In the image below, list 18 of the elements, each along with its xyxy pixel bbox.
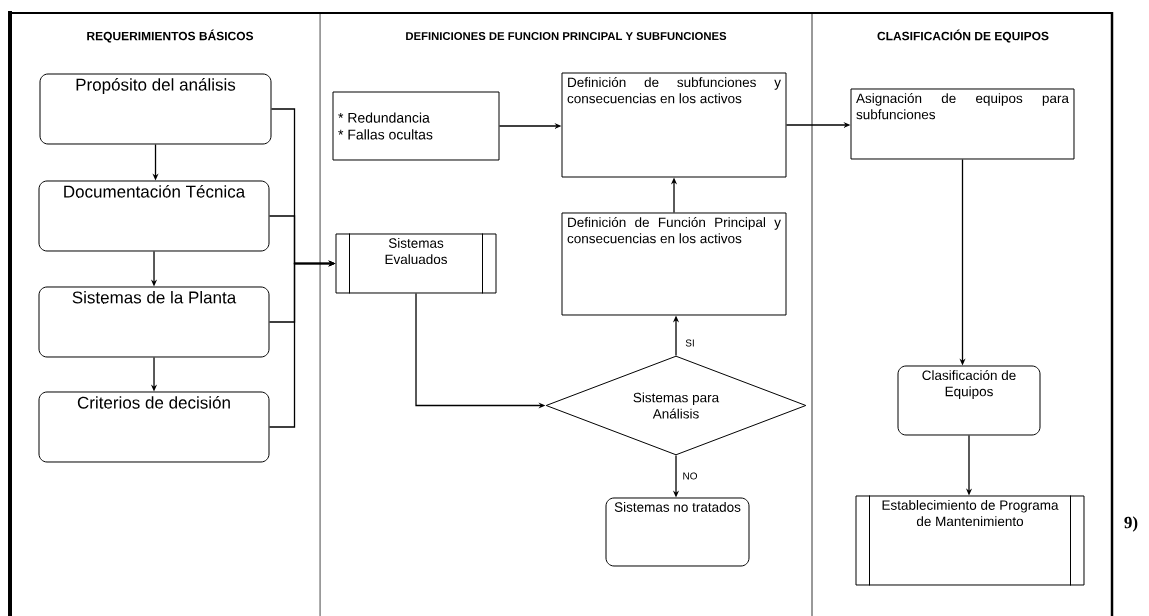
edge-label: NO: [681, 471, 699, 481]
rounded-box: Documentación Técnica: [38, 180, 270, 252]
rounded-box: Sistemas de la Planta: [38, 286, 270, 358]
rounded-box: Sistemas no tratados: [605, 497, 750, 567]
rounded-box: Clasificación de Equipos: [897, 365, 1041, 436]
page-number: 9): [1124, 516, 1138, 532]
edge-label: SI: [684, 338, 696, 348]
process-box: * Redundancia * Fallas ocultas: [332, 91, 500, 161]
process-box: Definición de subfunciones y consecuencias en los activos: [561, 72, 787, 178]
process-box: Asignación de equipos para subfunciones: [850, 88, 1075, 160]
lane-heading: DEFINICIONES DE FUNCION PRINCIPAL Y SUBFUNCIONES: [406, 32, 727, 40]
lane-heading: CLASIFICACIÓN DE EQUIPOS: [877, 29, 1049, 43]
lane-heading: REQUERIMIENTOS BÁSICOS: [87, 29, 254, 43]
rounded-box: Propósito del análisis: [39, 73, 272, 145]
process-box: Definición de Función Principal y consecuencias en los activos: [561, 212, 787, 316]
rounded-box: Criterios de decisión: [38, 391, 270, 463]
predefined-process-box: Establecimiento de Programa de Mantenimiento: [855, 495, 1085, 586]
predefined-process-box: Sistemas Evaluados: [335, 233, 497, 294]
